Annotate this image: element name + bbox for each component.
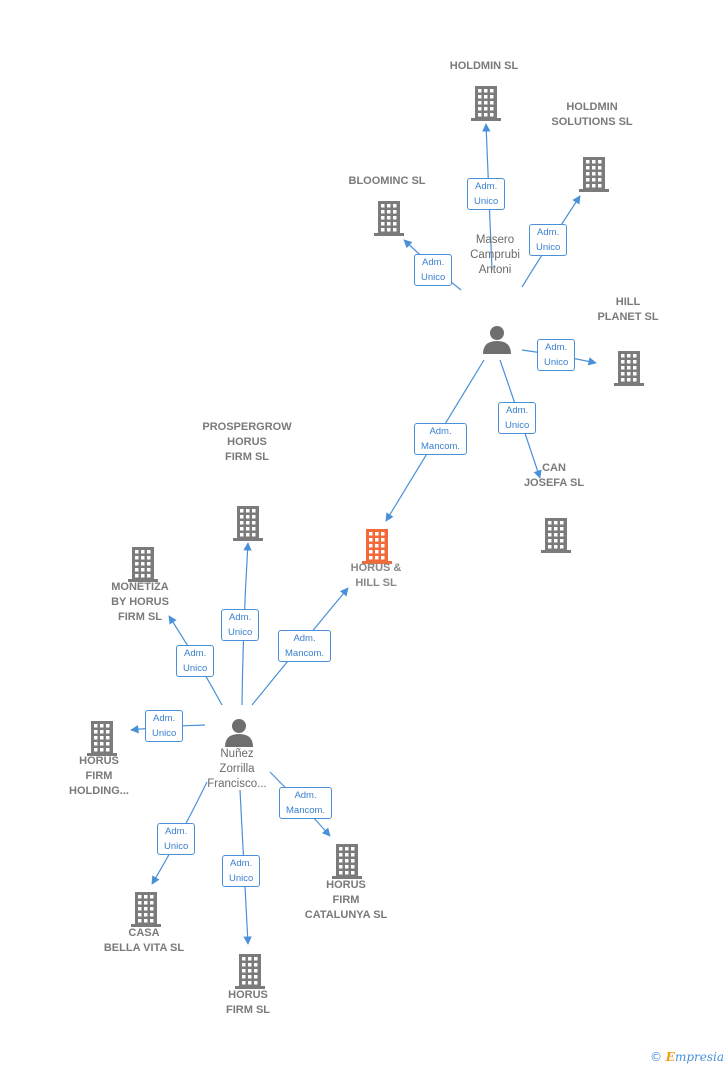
can_josefa-building-icon[interactable] — [541, 518, 571, 553]
hill_planet-label: HILL PLANET SL — [597, 296, 659, 323]
edge-label: Adm. Unico — [221, 609, 260, 641]
edge-label: Adm. Unico — [222, 855, 261, 887]
bloominc-label: BLOOMINC SL — [348, 175, 426, 187]
bloominc-building-icon[interactable] — [374, 201, 404, 236]
hill_planet-building-icon[interactable] — [614, 351, 644, 386]
edge-label: Adm. Mancom. — [279, 787, 333, 819]
edge-label: Adm. Unico — [467, 178, 506, 210]
masero-label: Masero Camprubi Antoni — [470, 234, 520, 276]
horus_holding-label: HORUS FIRM HOLDING... — [69, 755, 129, 797]
masero-person-icon[interactable] — [483, 326, 511, 354]
copyright-icon: © — [649, 1050, 662, 1064]
holdmin_sol-building-icon[interactable] — [579, 157, 609, 192]
horus_hill-building-icon[interactable] — [362, 529, 392, 564]
edge-label: Adm. Unico — [145, 710, 184, 742]
brand-initial: E — [665, 1050, 675, 1064]
horus_firm-building-icon[interactable] — [235, 954, 265, 989]
edge-label: Adm. Unico — [529, 224, 568, 256]
edge-label: Adm. Mancom. — [414, 423, 468, 455]
brand-name: mpresia — [674, 1050, 724, 1064]
brand-logo: © Empresia — [650, 1050, 724, 1064]
edge-label: Adm. Unico — [537, 339, 576, 371]
edge-label: Adm. Unico — [498, 402, 537, 434]
monetiza-label: MONETIZA BY HORUS FIRM SL — [111, 581, 169, 623]
horus_cat-building-icon[interactable] — [332, 844, 362, 879]
holdmin_sol-label: HOLDMIN SOLUTIONS SL — [551, 101, 633, 128]
holdmin-label: HOLDMIN SL — [449, 60, 519, 72]
edge-label: Adm. Unico — [414, 254, 453, 286]
casa_bella-building-icon[interactable] — [131, 892, 161, 927]
edge-label: Adm. Mancom. — [278, 630, 332, 662]
edge-label: Adm. Unico — [176, 645, 215, 677]
can_josefa-label: CAN JOSEFA SL — [523, 462, 585, 489]
horus_firm-label: HORUS FIRM SL — [226, 989, 270, 1016]
nunez-person-icon[interactable] — [225, 719, 253, 747]
horus_hill-label: HORUS & HILL SL — [350, 562, 402, 589]
monetiza-building-icon[interactable] — [128, 547, 158, 582]
horus_cat-label: HORUS FIRM CATALUNYA SL — [304, 879, 388, 921]
prospergrow-building-icon[interactable] — [233, 506, 263, 541]
prospergrow-label: PROSPERGROW HORUS FIRM SL — [202, 421, 292, 463]
holdmin-building-icon[interactable] — [471, 86, 501, 121]
nunez-label: Nuñez Zorrilla Francisco... — [207, 748, 267, 790]
casa_bella-label: CASA BELLA VITA SL — [103, 927, 185, 954]
horus_holding-building-icon[interactable] — [87, 721, 117, 756]
edge-label: Adm. Unico — [157, 823, 196, 855]
